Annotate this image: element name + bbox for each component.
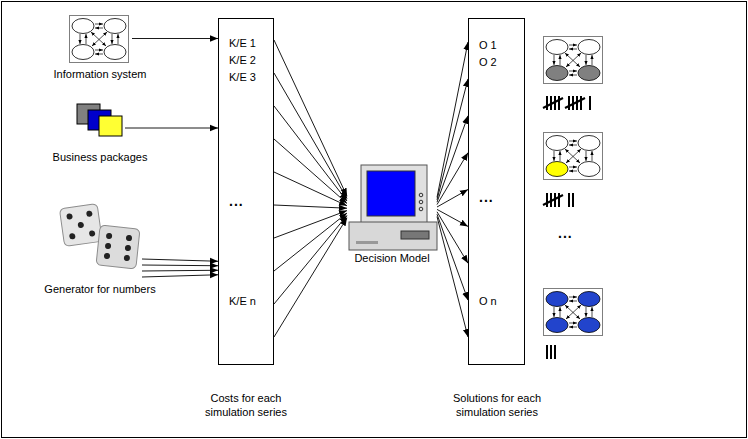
result-network-icon [544,133,603,180]
column-caption: Costs for each simulation series [196,391,296,419]
column-caption: Solutions for each simulation series [441,391,553,419]
flow-arrow [437,214,468,300]
flow-arrow [132,38,218,39]
flow-arrow [437,217,468,337]
decision-model-node: Decision Model [347,163,437,265]
flow-arrow [437,79,468,200]
series-entry: O 2 [479,56,497,69]
computer-icon [349,165,437,250]
node-label: Decision Model [354,252,429,265]
icon-area [68,15,132,62]
flow-arrow [437,209,468,226]
series-entry: ... [479,191,494,204]
flow-arrow [274,106,347,201]
flow-arrow [142,275,218,277]
flow-arrow [437,190,468,208]
node-label: Generator for numbers [44,283,155,296]
icon-area [347,163,437,251]
flow-arrow [142,270,218,272]
node-label: Business packages [53,151,148,164]
ellipsis-mark: ... [558,226,573,240]
package-icon [77,104,122,136]
flow-arrow [274,211,347,238]
result-network-icon [544,289,603,336]
flow-arrow [142,265,218,267]
flow-arrow [437,153,468,205]
flow-arrow [274,40,347,196]
series-entry: K/E n [229,295,256,308]
series-entry: K/E 3 [229,71,256,84]
flow-arrow [274,172,347,206]
flow-arrow [437,116,468,202]
series-entry: K/E 1 [229,37,256,50]
flow-arrow [274,205,347,208]
result-network-icon [544,37,603,84]
solution-column: O 1 O 2... O n [468,18,525,365]
cost-column: K/E 1 K/E 2 K/E 3... K/E n [218,18,274,365]
flow-arrow [125,128,218,129]
flow-arrow [274,218,347,337]
tally-marks [547,345,555,359]
flow-arrow [437,42,468,197]
flow-arrow [142,259,218,261]
icon-area [58,251,142,285]
icon-area [75,108,125,148]
series-entry: O n [479,295,497,308]
dice-icon [59,204,140,269]
series-entry: O 1 [479,39,497,52]
flow-arrow [274,139,347,203]
business-packages-node: Business packages [50,100,151,164]
tally-marks [543,193,573,207]
network-icon [70,16,129,63]
tally-marks [543,96,590,110]
flow-arrow [274,213,347,271]
information-system-node: Information system [51,15,150,81]
number-generator-node: Generator for numbers [41,203,159,296]
flow-arrow [274,73,347,199]
flow-arrow [437,212,468,263]
flow-arrow [274,215,347,304]
series-entry: ... [229,195,244,208]
series-entry: K/E 2 [229,54,256,67]
node-label: Information system [54,68,147,81]
